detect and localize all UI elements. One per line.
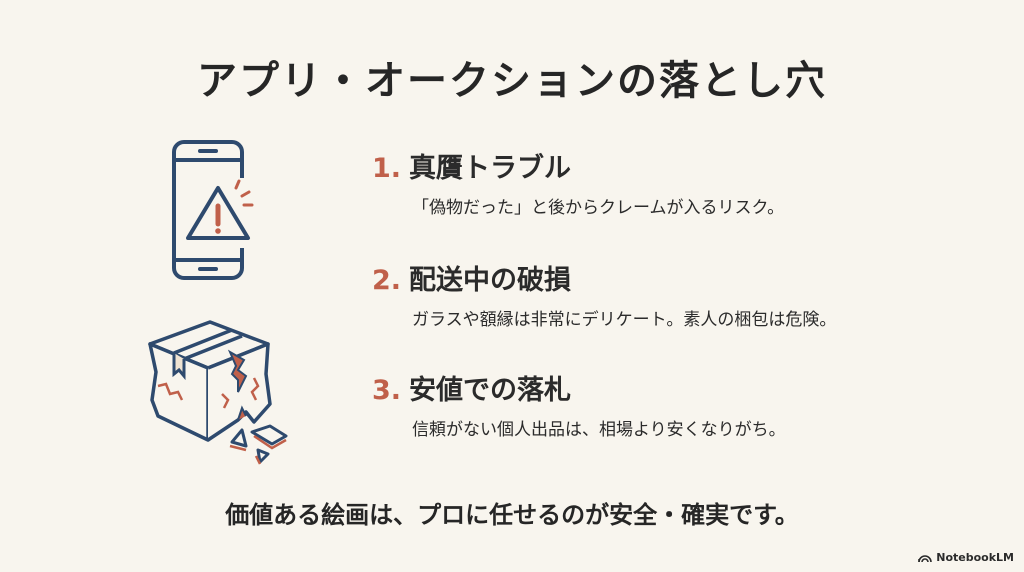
item-description: 信頼がない個人出品は、相場より安くなりがち。 — [412, 420, 786, 440]
item-heading: 真贋トラブル — [409, 153, 572, 184]
slide-title: アプリ・オークションの落とし穴 — [197, 57, 827, 104]
item-description: ガラスや額縁は非常にデリケート。素人の梱包は危険。 — [412, 310, 837, 330]
notebooklm-logo-icon — [918, 554, 933, 562]
smartphone-warning-icon — [172, 140, 254, 280]
brand-label: NotebookLM — [936, 551, 1014, 564]
conclusion-text: 価値ある絵画は、プロに任せるのが安全・確実です。 — [225, 501, 799, 529]
pitfall-item-authenticity: 1. 真贋トラブル 「偽物だった」と後からクレームが入るリスク。 — [372, 146, 784, 218]
item-number: 2. — [372, 265, 402, 296]
pitfall-item-shipping-damage: 2. 配送中の破損 ガラスや額縁は非常にデリケート。素人の梱包は危険。 — [372, 258, 836, 330]
damaged-box-icon — [148, 320, 288, 465]
item-number: 3. — [372, 375, 402, 406]
item-description: 「偽物だった」と後からクレームが入るリスク。 — [412, 198, 785, 218]
item-number: 1. — [372, 153, 402, 184]
item-heading: 配送中の破損 — [409, 265, 572, 296]
pitfall-item-low-price: 3. 安値での落札 信頼がない個人出品は、相場より安くなりがち。 — [372, 368, 786, 440]
brand-watermark: NotebookLM — [918, 551, 1014, 564]
item-heading: 安値での落札 — [409, 375, 572, 406]
